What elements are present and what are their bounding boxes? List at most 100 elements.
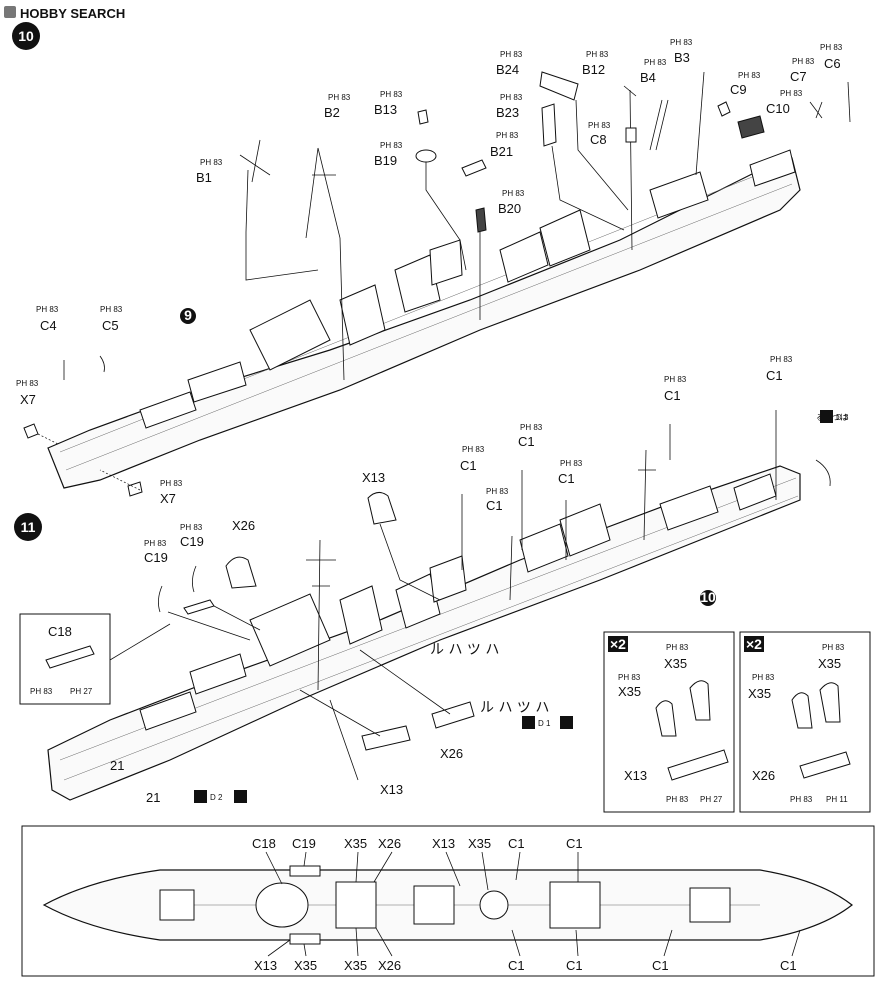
part-x7-bow xyxy=(23,423,39,439)
label-x35-c: X35 xyxy=(818,656,841,671)
svg-text:PH 83: PH 83 xyxy=(328,93,351,102)
label-c19-b: C19 xyxy=(180,534,204,549)
plan-label-x35-top-2: X35 xyxy=(468,836,491,851)
step11-stack xyxy=(429,555,467,603)
box-x13: ×2 PH 83 X35 PH 83 X35 X13 PH 83 PH 27 xyxy=(603,631,735,813)
step11-turret-2 xyxy=(189,653,247,695)
label-c5: C5 xyxy=(102,318,119,333)
step-10-number: 10 xyxy=(18,28,34,44)
plan-label-x35-bottom: X35 xyxy=(294,958,317,973)
plan-boat-stbd xyxy=(289,933,321,945)
svg-text:PH 83: PH 83 xyxy=(16,379,39,388)
part-b19 xyxy=(415,149,437,163)
plan-label-x13-top: X13 xyxy=(432,836,455,851)
part-x35-right xyxy=(689,680,711,721)
svg-text:PH 83: PH 83 xyxy=(644,58,667,67)
kata-marking-2: ル ハ ツ ハ xyxy=(480,700,549,716)
box-x13-multiplier: ×2 xyxy=(610,636,626,652)
plan-fwd-turret xyxy=(159,889,195,921)
svg-text:PH 83: PH 83 xyxy=(380,90,403,99)
part-b13 xyxy=(417,109,429,125)
label-c1-e: C1 xyxy=(664,388,681,403)
decal-2-hull-mark xyxy=(234,790,247,803)
part-b12 xyxy=(623,85,637,251)
plan-funnel-1 xyxy=(335,881,377,929)
stern-nameplate xyxy=(815,459,831,487)
label-b23: B23 xyxy=(496,105,519,120)
svg-text:PH 11: PH 11 xyxy=(826,795,848,804)
label-x35-d: X35 xyxy=(748,686,771,701)
label-x26-lower: X26 xyxy=(440,746,463,761)
watermark: HOBBY SEARCH xyxy=(4,6,125,21)
step10-turret-aft xyxy=(649,171,709,219)
plan-label-c1-bottom-c: C1 xyxy=(652,958,669,973)
label-b20: B20 xyxy=(498,201,521,216)
label-x35-b: X35 xyxy=(618,684,641,699)
svg-text:PH 83: PH 83 xyxy=(500,50,523,59)
step11-sub-number: 10 xyxy=(700,589,716,605)
svg-text:PH 83: PH 83 xyxy=(588,121,611,130)
plan-label-x26-top: X26 xyxy=(378,836,401,851)
decal-1: D 1 xyxy=(538,719,551,728)
step10-funnel-2 xyxy=(394,254,441,313)
plan-label-c19: C19 xyxy=(292,836,316,851)
label-x13-lower: X13 xyxy=(380,782,403,797)
label-x35-a: X35 xyxy=(664,656,687,671)
svg-text:PH 83: PH 83 xyxy=(502,189,525,198)
step10-bridge xyxy=(249,299,331,371)
part-c18 xyxy=(45,645,95,669)
svg-text:PH 83: PH 83 xyxy=(666,795,689,804)
decal-1-box xyxy=(522,716,535,729)
part-b21 xyxy=(461,159,487,177)
label-c8: C8 xyxy=(590,132,607,147)
step10-turret-1 xyxy=(139,391,197,429)
step10-sub-badge xyxy=(180,308,196,324)
svg-text:PH 83: PH 83 xyxy=(380,141,403,150)
part-x26-upper xyxy=(225,556,257,589)
plan-boat-port xyxy=(289,865,321,877)
plan-label-c1-bottom-d: C1 xyxy=(780,958,797,973)
part-c9 xyxy=(717,101,731,117)
plan-label-x35-top: X35 xyxy=(344,836,367,851)
watermark-text: HOBBY SEARCH xyxy=(20,6,125,21)
decal-1-hull-mark xyxy=(560,716,573,729)
label-b19: B19 xyxy=(374,153,397,168)
part-c8 xyxy=(625,127,637,143)
part-c19-boat xyxy=(183,599,215,615)
label-x13-upper: X13 xyxy=(362,470,385,485)
label-c4: C4 xyxy=(40,318,57,333)
part-c10 xyxy=(737,115,765,139)
decal-2-box xyxy=(194,790,207,803)
step10-funnel-1 xyxy=(339,284,386,346)
step-11-badge xyxy=(14,513,42,541)
svg-text:PH 83: PH 83 xyxy=(792,57,815,66)
label-x7-lower: X7 xyxy=(160,491,176,506)
step10-turret-2 xyxy=(187,361,247,403)
svg-text:PH 83: PH 83 xyxy=(752,673,775,682)
svg-text:PH 83: PH 83 xyxy=(618,673,641,682)
plan-view: C18 C19 X35 X26 X13 X35 C1 C1 X13 X35 X3… xyxy=(21,825,875,977)
part-x35-left-b xyxy=(791,692,813,729)
label-b21: B21 xyxy=(490,144,513,159)
label-b13: B13 xyxy=(374,102,397,117)
step10-stack xyxy=(429,239,463,286)
step-11: 11 10 X13 PH 83 C1 PH 83 C1 PH 83 C1 xyxy=(14,355,849,805)
label-b3: B3 xyxy=(674,50,690,65)
svg-text:PH 83: PH 83 xyxy=(144,539,167,548)
svg-text:PH 83: PH 83 xyxy=(486,487,509,496)
box-x26: ×2 PH 83 X35 PH 83 X35 X26 PH 83 PH 11 xyxy=(739,631,871,813)
part-c1-b xyxy=(509,535,513,601)
plan-label-c1-bottom-a: C1 xyxy=(508,958,525,973)
step11-mount-1 xyxy=(519,523,569,573)
svg-text:PH 83: PH 83 xyxy=(36,305,59,314)
svg-text:PH 83: PH 83 xyxy=(664,375,687,384)
plan-funnel-2 xyxy=(413,885,455,925)
step11-sub-badge xyxy=(700,590,716,606)
part-b23 xyxy=(541,103,557,147)
svg-text:PH 83: PH 83 xyxy=(520,423,543,432)
label-c1-c: C1 xyxy=(518,434,535,449)
label-b4: B4 xyxy=(640,70,656,85)
step10-sub-number: 9 xyxy=(184,307,192,323)
decal-2: D 2 xyxy=(210,793,223,802)
svg-text:PH 27: PH 27 xyxy=(700,795,723,804)
